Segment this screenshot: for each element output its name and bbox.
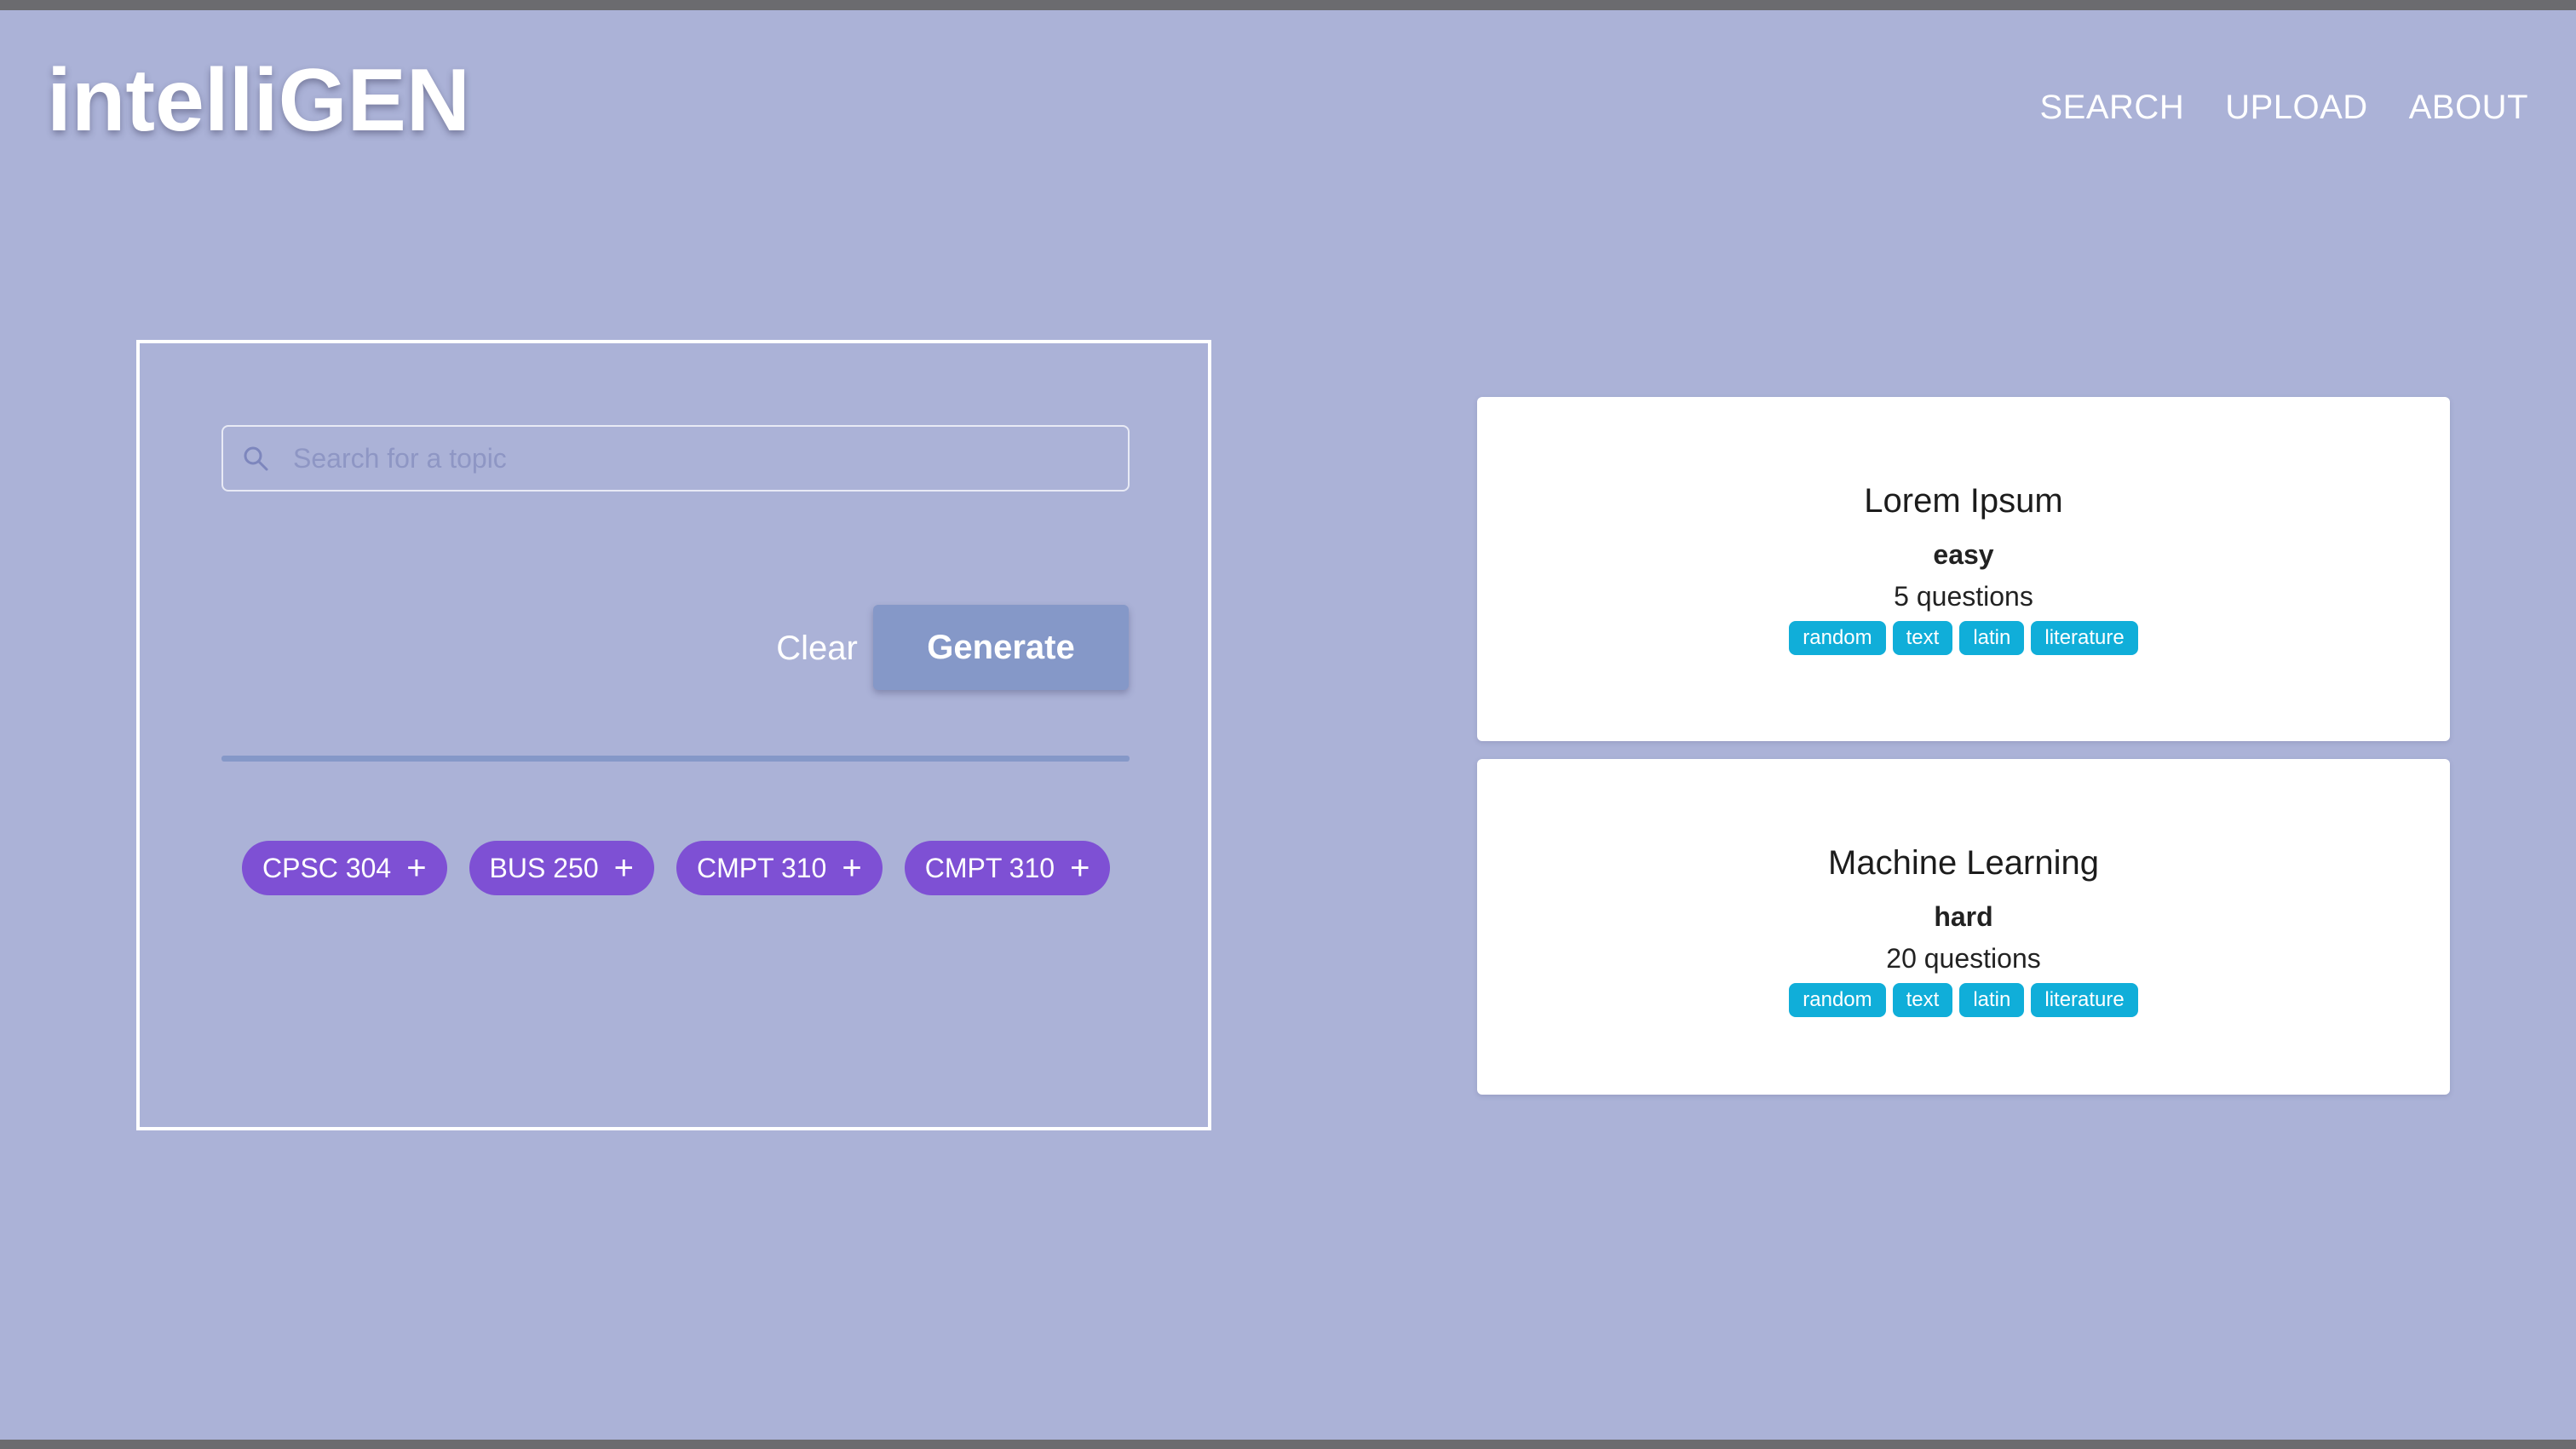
chip-label: CMPT 310 bbox=[696, 852, 827, 883]
card-tags: random text latin literature bbox=[1477, 983, 2450, 1017]
quiz-card[interactable]: Machine Learning hard 20 questions rando… bbox=[1477, 759, 2450, 1095]
tag-badge: latin bbox=[1959, 621, 2025, 655]
generate-button[interactable]: Generate bbox=[873, 605, 1129, 690]
quiz-card[interactable]: Lorem Ipsum easy 5 questions random text… bbox=[1477, 397, 2450, 741]
nav-upload-link[interactable]: UPLOAD bbox=[2225, 89, 2368, 126]
window-bottom-bar bbox=[0, 1440, 2576, 1449]
nav-about-link[interactable]: ABOUT bbox=[2408, 89, 2528, 126]
plus-icon: + bbox=[613, 849, 634, 887]
tag-badge: text bbox=[1892, 621, 1953, 655]
card-tags: random text latin literature bbox=[1477, 621, 2450, 655]
chip-label: CMPT 310 bbox=[924, 852, 1055, 883]
topic-chips: CPSC 304 + BUS 250 + CMPT 310 + CMPT 310… bbox=[242, 841, 1111, 895]
chip-label: BUS 250 bbox=[489, 852, 599, 883]
tag-badge: random bbox=[1789, 983, 1886, 1017]
card-question-count: 20 questions bbox=[1886, 943, 2041, 974]
tag-badge: text bbox=[1892, 983, 1953, 1017]
tag-badge: literature bbox=[2031, 983, 2138, 1017]
clear-button[interactable]: Clear bbox=[736, 606, 898, 691]
tag-badge: latin bbox=[1959, 983, 2025, 1017]
topic-chip[interactable]: BUS 250 + bbox=[469, 841, 654, 895]
top-nav: SEARCH UPLOAD ABOUT bbox=[2040, 89, 2529, 127]
topic-chip[interactable]: CMPT 310 + bbox=[904, 841, 1111, 895]
plus-icon: + bbox=[406, 849, 427, 887]
app-logo: intelliGEN bbox=[47, 51, 470, 150]
card-difficulty: hard bbox=[1934, 901, 1993, 932]
generator-panel: Clear Generate CPSC 304 + BUS 250 + CMPT… bbox=[136, 340, 1211, 1130]
card-question-count: 5 questions bbox=[1894, 581, 2033, 612]
card-title: Lorem Ipsum bbox=[1864, 482, 2063, 520]
card-difficulty: easy bbox=[1933, 539, 1994, 570]
plus-icon: + bbox=[1070, 849, 1090, 887]
window-top-bar bbox=[0, 0, 2576, 10]
nav-search-link[interactable]: SEARCH bbox=[2039, 89, 2185, 126]
divider bbox=[221, 756, 1130, 762]
chip-label: CPSC 304 bbox=[262, 852, 392, 883]
topic-chip[interactable]: CMPT 310 + bbox=[676, 841, 883, 895]
search-input[interactable] bbox=[291, 441, 1128, 475]
tag-badge: random bbox=[1789, 621, 1886, 655]
search-icon bbox=[244, 446, 268, 471]
card-title: Machine Learning bbox=[1828, 844, 2099, 882]
tag-badge: literature bbox=[2031, 621, 2138, 655]
topic-chip[interactable]: CPSC 304 + bbox=[242, 841, 447, 895]
search-box[interactable] bbox=[221, 425, 1130, 492]
plus-icon: + bbox=[842, 849, 862, 887]
